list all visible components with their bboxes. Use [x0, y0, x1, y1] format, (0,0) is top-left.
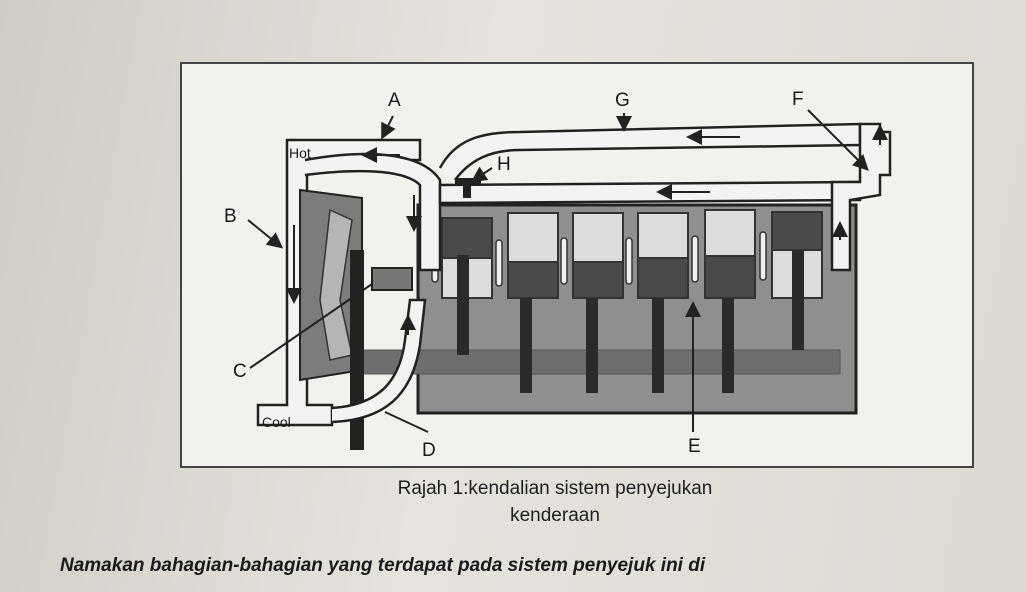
label-f: F: [792, 89, 804, 110]
label-d: D: [422, 440, 436, 461]
label-b: B: [224, 206, 237, 227]
caption-line-1: Rajah 1:kendalian sistem penyejukan: [397, 478, 713, 499]
water-pump: [371, 267, 413, 291]
radiator-tank: [256, 138, 422, 427]
leader-lines: [247, 109, 869, 433]
thermostat: [455, 178, 481, 186]
connecting-rods: [457, 250, 804, 393]
label-g: G: [615, 90, 630, 111]
figure-caption: Rajah 1:kendalian sistem penyejukan kend…: [230, 475, 880, 529]
top-hose: [304, 152, 442, 272]
thermostat-stem: [463, 186, 471, 198]
question-text: Namakan bahagian-bahagian yang terdapat …: [60, 555, 706, 576]
label-c: C: [233, 361, 247, 382]
caption-line-2: kenderaan: [510, 505, 600, 526]
cylinders: [441, 209, 823, 299]
fan-belt: [350, 250, 364, 450]
bypass-pipe: [438, 180, 862, 205]
flow-arrows: [286, 124, 888, 335]
crankshaft: [359, 349, 841, 375]
label-cool: Cool: [262, 414, 291, 430]
label-a: A: [388, 90, 401, 111]
bottom-hose-d: [331, 298, 427, 424]
label-h: H: [497, 154, 511, 175]
label-hot: Hot: [289, 145, 311, 161]
label-e: E: [688, 436, 701, 457]
